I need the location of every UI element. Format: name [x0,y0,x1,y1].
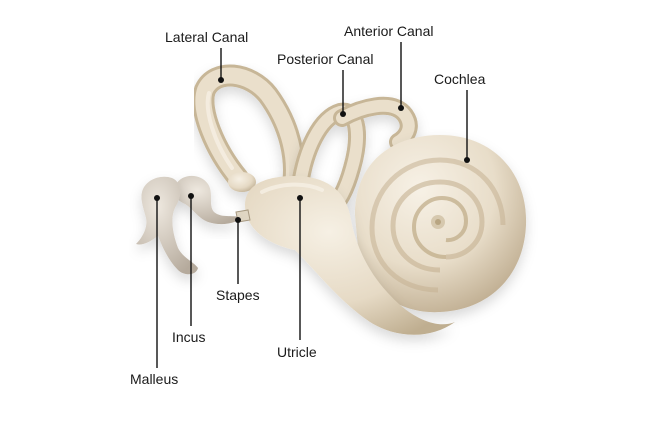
label-incus: Incus [172,329,205,345]
label-lateral-canal: Lateral Canal [165,29,248,45]
incus-shape [174,175,240,225]
lateral-canal-shape [192,64,305,201]
cochlea-shape [355,135,527,313]
label-stapes: Stapes [216,287,260,303]
anterior-posterior-canal-shapes [291,96,418,219]
label-utricle: Utricle [277,344,317,360]
label-posterior-canal: Posterior Canal [277,51,374,67]
label-cochlea: Cochlea [434,71,486,87]
utricle-shape [245,176,455,335]
label-anterior-canal: Anterior Canal [344,23,434,39]
leader-lines [154,42,470,368]
malleus-shape [136,176,198,275]
label-malleus: Malleus [130,371,178,387]
